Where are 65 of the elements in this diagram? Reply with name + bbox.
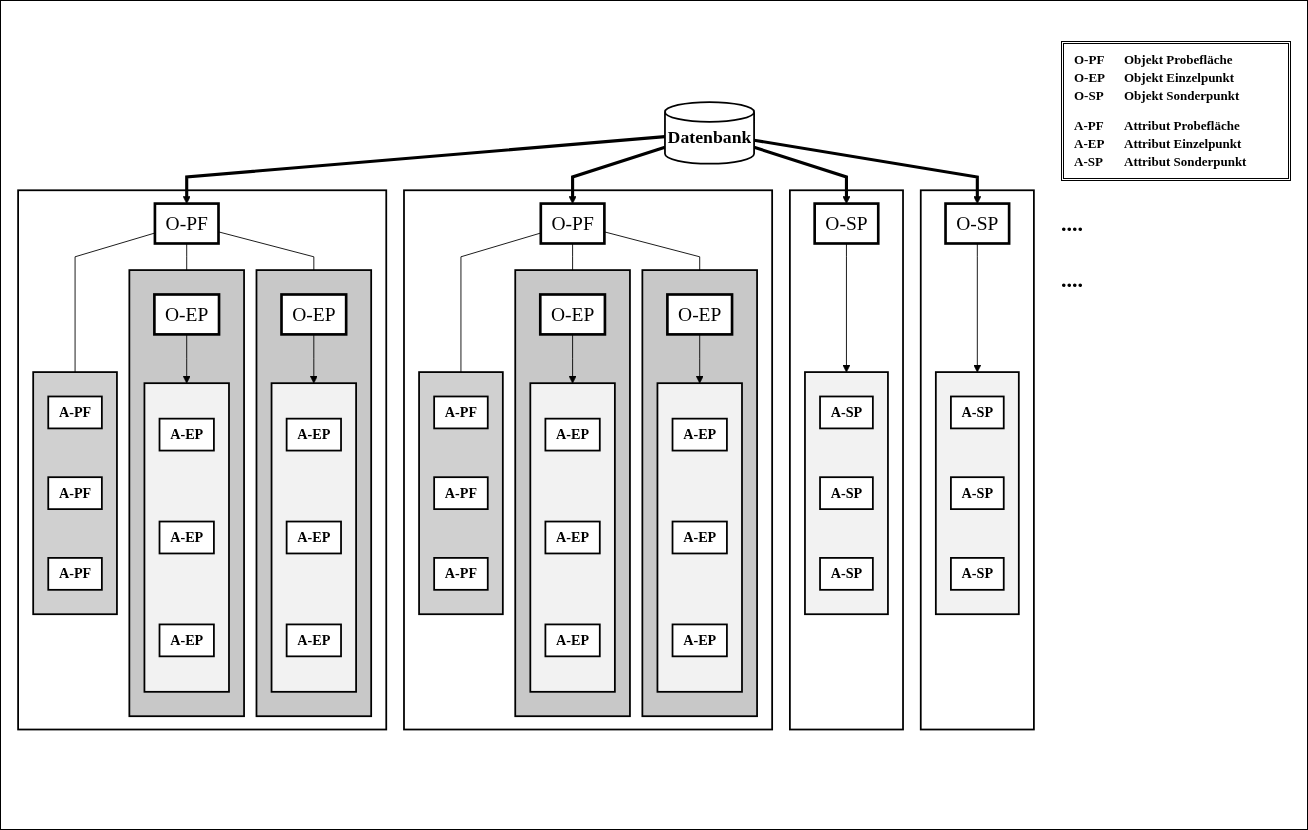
- node-box: O-PF: [539, 202, 606, 245]
- connector: [186, 243, 188, 271]
- cluster: [919, 189, 1035, 731]
- node-box: O-EP: [153, 293, 221, 336]
- node-box: A-SP: [950, 395, 1005, 430]
- legend-description: Attribut Probefläche: [1124, 118, 1241, 134]
- node-box: A-PF: [47, 395, 103, 430]
- ellipsis-text: ....: [1061, 211, 1084, 237]
- node-box: A-EP: [285, 623, 342, 658]
- legend-abbreviation: A-SP: [1074, 154, 1104, 170]
- cluster: [32, 371, 118, 616]
- cluster: [641, 269, 758, 718]
- node-box: A-PF: [47, 557, 103, 591]
- node-box: A-EP: [671, 520, 728, 555]
- node-box: A-EP: [285, 520, 342, 555]
- node-box: A-SP: [819, 476, 874, 511]
- legend-description: Objekt Sonderpunkt: [1124, 88, 1241, 104]
- cluster: [255, 269, 373, 718]
- node-box: O-SP: [813, 202, 880, 245]
- cluster: [270, 382, 357, 693]
- cluster: [789, 189, 904, 731]
- node-box: A-SP: [819, 557, 874, 591]
- node-box: O-EP: [280, 293, 348, 336]
- cluster: [804, 371, 889, 616]
- legend-description: Attribut Einzelpunkt: [1124, 136, 1243, 152]
- node-box: A-PF: [433, 395, 489, 430]
- node-box: O-EP: [666, 293, 734, 336]
- legend-description: Objekt Probefläche: [1124, 52, 1234, 68]
- cluster: [17, 189, 388, 731]
- node-box: A-EP: [285, 417, 342, 452]
- node-box: A-PF: [433, 557, 489, 591]
- connector: [572, 243, 574, 271]
- legend-abbreviation: O-PF: [1074, 52, 1106, 68]
- cluster: [529, 382, 616, 693]
- node-box: A-EP: [671, 417, 728, 452]
- node-box: A-EP: [544, 623, 601, 658]
- node-box: A-SP: [950, 557, 1005, 591]
- node-box: A-EP: [158, 417, 215, 452]
- legend-abbreviation: A-EP: [1074, 136, 1106, 152]
- legend-description: Objekt Einzelpunkt: [1124, 70, 1236, 86]
- connector: [218, 231, 315, 271]
- node-box: A-SP: [819, 395, 874, 430]
- node-box: A-SP: [950, 476, 1005, 511]
- node-box: A-EP: [158, 623, 215, 658]
- cluster: [934, 371, 1020, 616]
- legend-description: Attribut Sonderpunkt: [1124, 154, 1248, 170]
- node-box: A-EP: [671, 623, 728, 658]
- ellipsis-text: ....: [1061, 267, 1084, 293]
- legend-abbreviation: A-PF: [1074, 118, 1105, 134]
- node-box: A-EP: [544, 520, 601, 555]
- cluster: [514, 269, 631, 718]
- node-box: O-SP: [944, 202, 1011, 245]
- node-box: O-EP: [538, 293, 607, 336]
- node-box: A-EP: [544, 417, 601, 452]
- cluster: [403, 189, 774, 731]
- legend-abbreviation: O-SP: [1074, 88, 1105, 104]
- cluster: [656, 382, 743, 693]
- cluster: [128, 269, 245, 718]
- cluster: [418, 371, 504, 616]
- cluster: [143, 382, 230, 693]
- node-box: O-PF: [153, 202, 220, 245]
- node-box: A-PF: [47, 476, 103, 511]
- legend-abbreviation: O-EP: [1074, 70, 1107, 86]
- node-box: A-EP: [158, 520, 215, 555]
- node-box: A-PF: [433, 476, 489, 511]
